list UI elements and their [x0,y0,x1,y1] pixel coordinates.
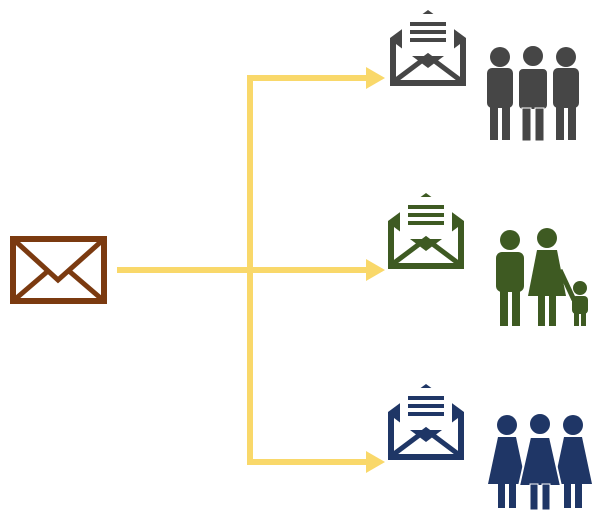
recipient-1-open-envelope-icon [390,10,466,86]
closed-envelope-icon [10,236,107,304]
family-icon [496,228,588,326]
recipient-2-open-envelope-icon [388,193,464,269]
three-women-icon [488,412,592,511]
recipient-3-open-envelope-icon [388,384,464,460]
three-men-icon [487,44,579,142]
arrow-connectors [117,67,385,473]
arrowhead-recipient-1 [366,67,385,89]
arrowhead-recipient-2 [366,259,385,281]
arrowhead-recipient-3 [366,451,385,473]
